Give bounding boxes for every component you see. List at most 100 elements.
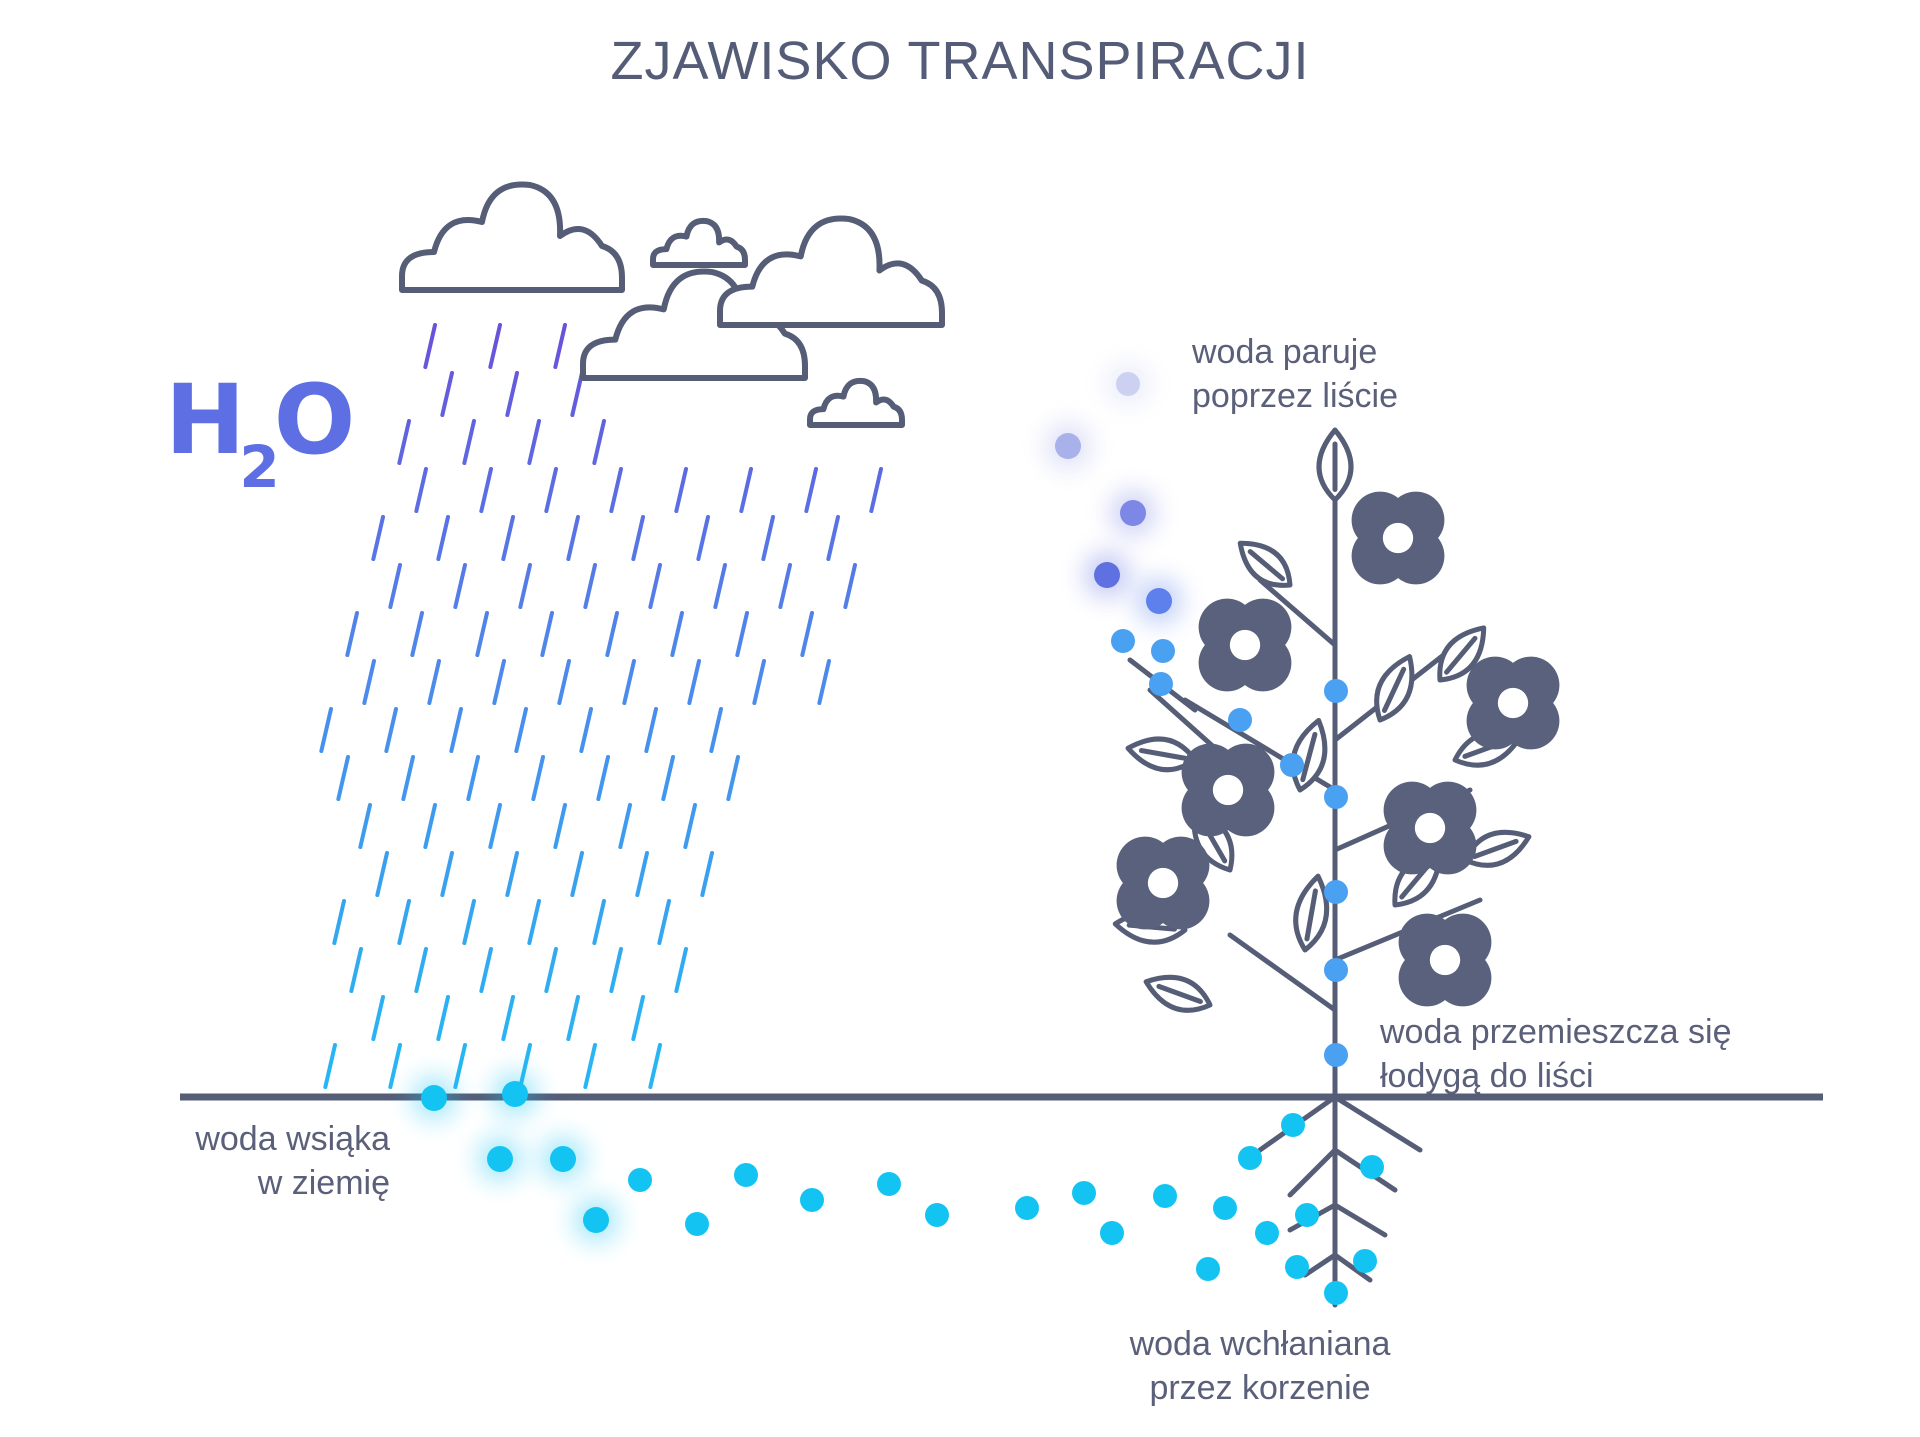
water-drop-icon xyxy=(1324,880,1348,904)
rain-streak-icon xyxy=(440,371,454,417)
cloud-icon xyxy=(399,181,625,293)
water-drop-icon xyxy=(1353,1249,1377,1273)
water-drops xyxy=(410,362,1384,1305)
label-soak: woda wsiąka w ziemię xyxy=(150,1117,390,1205)
water-drop-icon xyxy=(1094,562,1120,588)
branch xyxy=(1257,577,1338,648)
label-evaporation: woda paruje poprzez liście xyxy=(1192,330,1398,418)
rain-streak-icon xyxy=(358,803,372,849)
rain-streak-icon xyxy=(323,1043,337,1089)
rain-streak-icon xyxy=(583,563,597,609)
rain-streak-icon xyxy=(531,755,545,801)
water-drop-icon xyxy=(1015,1196,1039,1220)
water-drop-icon xyxy=(1295,1203,1319,1227)
rain-streak-icon xyxy=(449,707,463,753)
clouds-group xyxy=(399,181,945,428)
root-icon xyxy=(1332,1202,1388,1238)
rain-streak-icon xyxy=(826,515,840,561)
formula-subscript: 2 xyxy=(239,433,280,501)
rain-streak-icon xyxy=(462,419,476,465)
rain-streak-icon xyxy=(475,611,489,657)
water-drop-icon xyxy=(1153,1184,1177,1208)
rain-streak-icon xyxy=(631,515,645,561)
flower-icon xyxy=(1351,491,1445,585)
rain-streak-icon xyxy=(423,803,437,849)
rain-streak-icon xyxy=(566,995,580,1041)
rain-streak-icon xyxy=(349,947,363,993)
rain-streak-icon xyxy=(592,899,606,945)
water-drop-icon xyxy=(1324,785,1348,809)
rain-streak-icon xyxy=(479,947,493,993)
rain-streak-icon xyxy=(843,563,857,609)
rain-streak-icon xyxy=(553,803,567,849)
rain-streak-icon xyxy=(761,515,775,561)
water-drop-icon xyxy=(1100,1221,1124,1245)
rain-streak-icon xyxy=(388,563,402,609)
rain-streak-icon xyxy=(609,467,623,513)
rain-streak-icon xyxy=(570,371,584,417)
water-drop-icon xyxy=(1280,753,1304,777)
rain-streak-icon xyxy=(644,707,658,753)
water-drop-icon xyxy=(1238,1146,1262,1170)
water-drop-icon xyxy=(1151,639,1175,663)
rain-streak-icon xyxy=(488,803,502,849)
flower-icon xyxy=(1198,598,1292,692)
water-drop-icon xyxy=(583,1207,609,1233)
rain-streak-icon xyxy=(618,803,632,849)
rain-streak-icon xyxy=(544,467,558,513)
water-drop-icon xyxy=(685,1212,709,1236)
water-drop-icon xyxy=(1255,1221,1279,1245)
label-stem-line2: łodygą do liści xyxy=(1380,1057,1594,1095)
water-drop-icon xyxy=(1120,500,1146,526)
rain-streak-icon xyxy=(683,803,697,849)
rain-streak-icon xyxy=(362,659,376,705)
rain-streak-icon xyxy=(345,611,359,657)
rain-streak-icon xyxy=(505,851,519,897)
rain-streak-icon xyxy=(709,707,723,753)
label-roots-line1: woda wchłaniana xyxy=(1129,1325,1391,1363)
rain-streak-icon xyxy=(427,659,441,705)
leaf-icon xyxy=(1143,974,1213,1013)
rain-streak-icon xyxy=(527,419,541,465)
water-drop-icon xyxy=(1213,1196,1237,1220)
rain-streak-icon xyxy=(479,467,493,513)
water-drop-icon xyxy=(1324,958,1348,982)
rain-streak-icon xyxy=(557,659,571,705)
h2o-formula: H2O xyxy=(165,372,355,496)
water-drop-icon xyxy=(1285,1255,1309,1279)
rain-streak-icon xyxy=(579,707,593,753)
cloud-icon xyxy=(650,217,748,268)
rain-streak-icon xyxy=(739,467,753,513)
water-drop-icon xyxy=(1196,1257,1220,1281)
rain-streak-icon xyxy=(453,563,467,609)
rain-streak-icon xyxy=(375,851,389,897)
rain-streak-icon xyxy=(436,515,450,561)
water-drop-icon xyxy=(1055,433,1081,459)
leaf-icon xyxy=(1125,736,1198,773)
rain-streak-icon xyxy=(336,755,350,801)
rain-streak-icon xyxy=(514,707,528,753)
rain-streak-icon xyxy=(657,899,671,945)
rain-streak-icon xyxy=(332,899,346,945)
water-drop-icon xyxy=(1324,679,1348,703)
water-drop-icon xyxy=(628,1168,652,1192)
cloud-icon xyxy=(807,377,905,428)
water-drop-icon xyxy=(487,1146,513,1172)
rain-streak-icon xyxy=(622,659,636,705)
rain-streak-icon xyxy=(414,947,428,993)
rain-streak-icon xyxy=(713,563,727,609)
rain-streak-icon xyxy=(609,947,623,993)
rain-streak-icon xyxy=(735,611,749,657)
leaf-icon xyxy=(1462,829,1532,868)
label-evaporation-line2: poprzez liście xyxy=(1192,377,1398,415)
rain-icon xyxy=(319,323,883,1089)
formula-h: H xyxy=(165,364,246,476)
rain-streak-icon xyxy=(505,371,519,417)
root-icon xyxy=(1302,1252,1338,1278)
rain-streak-icon xyxy=(687,659,701,705)
water-drop-icon xyxy=(1324,1281,1348,1305)
root-icon xyxy=(1332,1252,1373,1283)
rain-streak-icon xyxy=(371,515,385,561)
water-drop-icon xyxy=(734,1163,758,1187)
